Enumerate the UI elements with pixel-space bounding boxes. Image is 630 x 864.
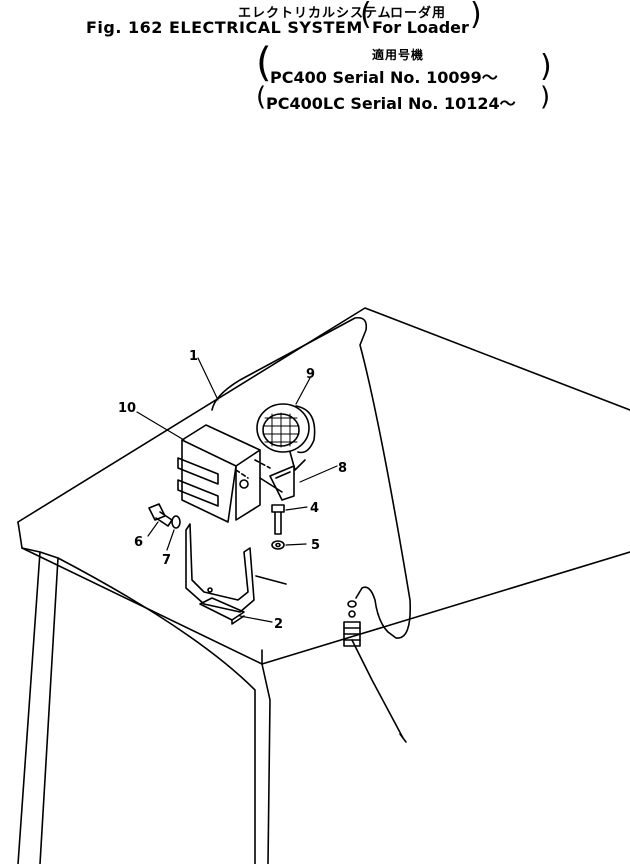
jp-loader-label: ローダ用 (390, 6, 447, 21)
plate-2 (199, 597, 245, 625)
callout-7: 7 (162, 553, 171, 568)
junction-box (177, 424, 283, 523)
jp-serial-header: 適用号機 (372, 48, 425, 62)
paren-open-1: ( (360, 0, 372, 32)
nut-7 (171, 515, 181, 529)
header: エレクトリカルシステム ( ローダ用 Fig. 162 ELECTRICAL S… (0, 0, 630, 120)
serial-line-1: PC400 Serial No. 10099～ (270, 68, 498, 87)
callout-5: 5 (311, 538, 320, 553)
callout-1: 1 (189, 349, 198, 364)
wire-harness (211, 316, 412, 743)
lamp-bracket (269, 465, 295, 501)
callout-6: 6 (134, 535, 143, 550)
callouts: 1 2 4 5 6 7 8 9 10 (118, 349, 347, 632)
paren-close-1: ) (470, 0, 482, 32)
work-lamp-icon (256, 403, 316, 471)
cab-body (17, 307, 630, 864)
washer-icon (271, 540, 285, 550)
serial-line-2: PC400LC Serial No. 10124～ (266, 94, 516, 113)
for-loader-label: For Loader (372, 18, 469, 37)
paren-close-3: ) (540, 82, 551, 112)
jp-title: エレクトリカルシステム (238, 6, 392, 21)
callout-10: 10 (118, 401, 136, 416)
figure-title: Fig. 162 ELECTRICAL SYSTEM (86, 18, 363, 37)
leader-lines (136, 357, 338, 623)
callout-2: 2 (274, 617, 283, 632)
bracket-icon (185, 523, 287, 613)
paren-open-2: ( (256, 40, 272, 86)
callout-8: 8 (338, 461, 347, 476)
connector (343, 600, 361, 647)
bolt-6 (148, 503, 173, 527)
callout-4: 4 (310, 501, 319, 516)
callout-9: 9 (306, 367, 315, 382)
bolt-icon (271, 504, 285, 535)
paren-close-2: ) (540, 49, 552, 84)
paren-open-3: ( (256, 82, 267, 112)
